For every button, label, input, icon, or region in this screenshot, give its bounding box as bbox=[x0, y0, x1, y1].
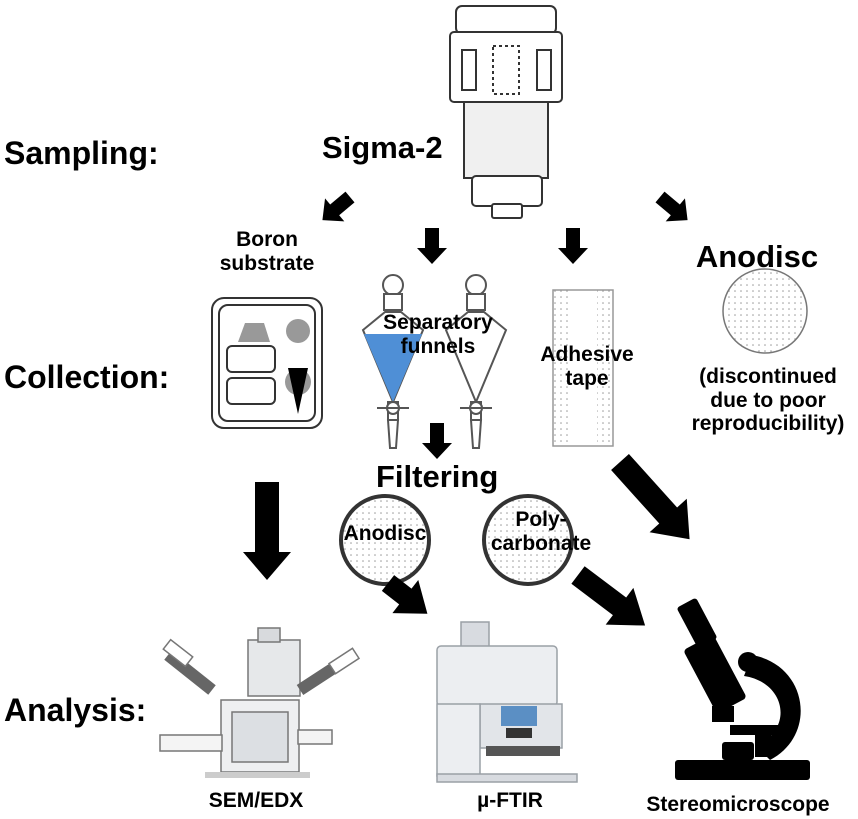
arrow-to-tape bbox=[558, 228, 588, 264]
arrow-anodisc-to-ftir bbox=[381, 575, 428, 614]
boron-substrate-icon bbox=[211, 297, 323, 429]
filter-anodisc-label: Anodisc bbox=[343, 522, 427, 545]
arrow-to-boron bbox=[322, 191, 355, 222]
arrow-boron-to-sem bbox=[243, 482, 291, 580]
stage-analysis-label: Analysis: bbox=[4, 692, 147, 728]
sampler-arrows bbox=[322, 191, 688, 264]
filtering-title: Filtering bbox=[376, 459, 499, 494]
sem-edx-label: SEM/EDX bbox=[208, 789, 304, 812]
analysis-arrows bbox=[243, 453, 690, 626]
arrow-to-filtering bbox=[422, 423, 452, 459]
stereomicroscope-label: Stereomicroscope bbox=[646, 793, 830, 816]
boron-substrate-label: Boron substrate bbox=[219, 228, 315, 275]
stage-sampling-label: Sampling: bbox=[4, 135, 159, 171]
arrow-tape-to-stereo bbox=[611, 453, 690, 540]
separatory-funnel-blue-icon bbox=[361, 274, 425, 449]
anodisc-collection-label: Anodisc bbox=[695, 239, 819, 274]
sampler-label: Sigma-2 bbox=[322, 130, 443, 165]
ftir-icon bbox=[436, 621, 578, 783]
arrow-to-funnels bbox=[417, 228, 447, 264]
separatory-funnels-label: Separatory funnels bbox=[383, 311, 493, 358]
sem-edx-icon bbox=[159, 627, 361, 778]
anodisc-collection-icon bbox=[722, 268, 808, 354]
sigma2-sampler-icon bbox=[449, 5, 563, 219]
stereomicroscope-icon bbox=[675, 598, 810, 780]
polycarbonate-filter-icon bbox=[482, 494, 574, 586]
adhesive-tape-label: Adhesive tape bbox=[540, 343, 634, 390]
stage-collection-label: Collection: bbox=[4, 359, 170, 395]
anodisc-note: (discontinued due to poor reproducibilit… bbox=[691, 365, 845, 436]
arrow-polycarbonate-to-stereo bbox=[571, 566, 646, 626]
filter-polycarbonate-label: Poly- carbonate bbox=[490, 508, 592, 555]
anodisc-filter-icon bbox=[339, 494, 431, 586]
separatory-funnel-clear-icon bbox=[444, 274, 508, 449]
arrow-to-anodisc bbox=[655, 191, 688, 222]
ftir-label: µ-FTIR bbox=[477, 789, 543, 812]
adhesive-tape-icon bbox=[552, 289, 614, 447]
